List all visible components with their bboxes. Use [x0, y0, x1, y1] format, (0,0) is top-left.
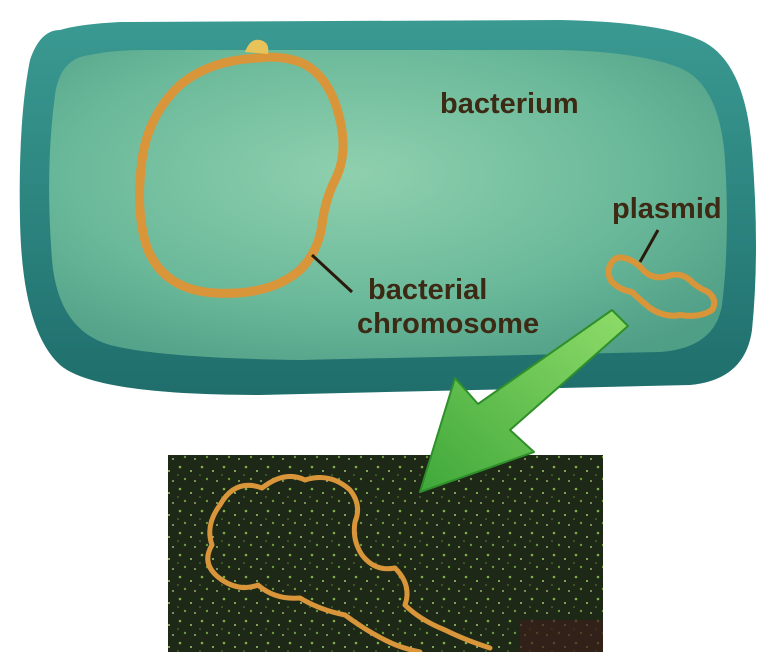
chromosome-label-line1: bacterial	[368, 274, 487, 306]
plasmid-micrograph	[168, 455, 603, 652]
plasmid-label: plasmid	[612, 193, 722, 225]
chromosome-label-line2: chromosome	[357, 308, 539, 340]
micrograph-dark-corner	[520, 620, 603, 652]
bacterium-label: bacterium	[440, 88, 579, 120]
